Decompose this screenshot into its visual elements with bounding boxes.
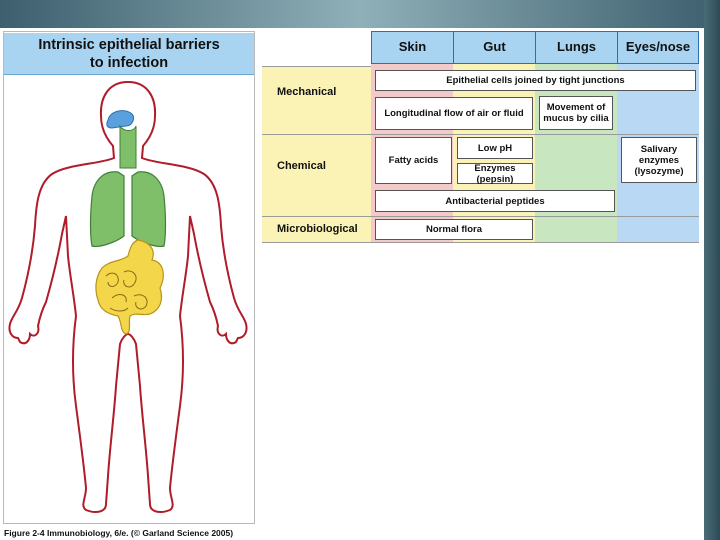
cilia-line1: Movement of [546,102,606,113]
salivary-line1: Salivary [640,143,678,155]
intestine-coils-icon [105,270,148,312]
tight-junctions-box: Epithelial cells joined by tight junctio… [375,70,696,91]
row-divider [262,66,371,67]
header-lungs: Lungs [535,31,618,64]
panel-title: Intrinsic epithelial barriers to infecti… [4,33,254,75]
fatty-acids-box: Fatty acids [375,137,452,184]
antibacterial-peptides-box: Antibacterial peptides [375,190,615,212]
panel-title-line1: Intrinsic epithelial barriers [38,37,220,53]
salivary-enzymes-box: Salivary enzymes (lysozyme) [621,137,697,183]
row-label-chemical: Chemical [262,134,371,216]
airflow-box: Longitudinal flow of air or fluid [375,97,533,130]
salivary-line2: enzymes [638,154,680,166]
row-divider [262,242,699,243]
figure-caption: Figure 2-4 Immunobiology, 6/e. (© Garlan… [4,528,234,538]
column-lungs-background [535,64,617,242]
cilia-line2: mucus by cilia [543,113,609,124]
cilia-box: Movement of mucus by cilia [539,96,613,130]
header-gut: Gut [453,31,536,64]
airway-tube-icon [119,124,137,169]
human-body-figure [8,80,248,513]
row-label-mechanical: Mechanical [262,66,371,134]
panel-title-line2: to infection [89,55,169,71]
row-label-microbiological: Microbiological [262,216,371,242]
low-ph-box: Low pH [457,137,533,159]
header-skin: Skin [371,31,454,64]
slide-side-strip [704,0,720,540]
row-divider [262,216,699,217]
nasal-cavity-shape-icon [106,110,135,129]
header-eyes-nose: Eyes/nose [617,31,699,64]
normal-flora-box: Normal flora [375,219,533,240]
row-divider [262,134,699,135]
pepsin-box: Enzymes (pepsin) [457,163,533,185]
salivary-line3: (lysozyme) [634,165,684,177]
